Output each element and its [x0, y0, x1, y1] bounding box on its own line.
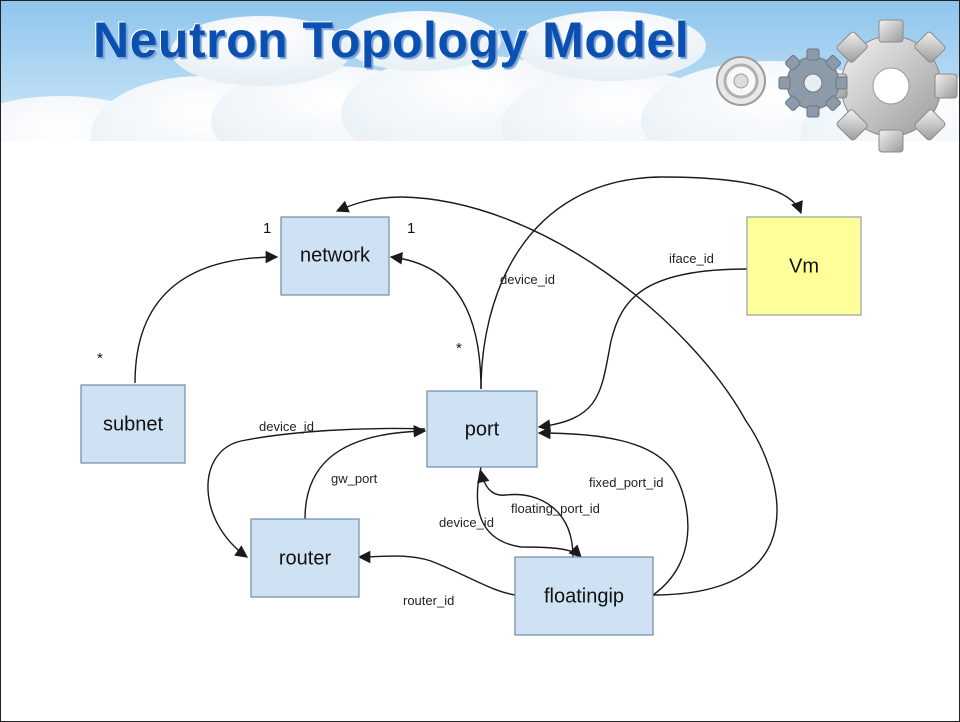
mult-subnet: * — [97, 350, 103, 367]
label-iface-id: iface_id — [669, 251, 714, 266]
label-router-device-id: device_id — [259, 419, 314, 434]
label-floating-port-id: floating_port_id — [511, 501, 600, 516]
node-label-network: network — [300, 244, 371, 266]
edges — [134, 176, 803, 596]
node-label-subnet: subnet — [103, 413, 163, 435]
node-label-port: port — [465, 418, 500, 440]
mult-network-right: 1 — [407, 220, 415, 237]
node-router: router — [250, 518, 360, 598]
gear-icon-ring — [716, 56, 766, 106]
edge-vm-port — [537, 268, 748, 432]
edge-router-port-gw — [304, 424, 427, 520]
node-label-floatingip: floatingip — [544, 585, 624, 607]
edge-floatingip-port-fixed — [537, 426, 689, 596]
label-fixed-port-id: fixed_port_id — [589, 475, 663, 490]
node-floatingip: floatingip — [514, 556, 654, 636]
edge-floatingip-router — [357, 550, 516, 596]
edge-floatingip-port-floating — [477, 469, 574, 558]
node-label-router: router — [279, 547, 332, 569]
node-network: network — [280, 216, 390, 296]
mult-port: * — [456, 340, 462, 357]
node-subnet: subnet — [80, 384, 186, 464]
slide-title: Neutron Topology Model — [93, 12, 690, 68]
label-gw-port: gw_port — [331, 471, 378, 486]
gear-icon-small — [778, 48, 848, 118]
label-port-device-id: device_id — [500, 272, 555, 287]
node-port: port — [426, 390, 538, 468]
multiplicities: 1 1 * * — [97, 220, 462, 367]
edge-subnet-network — [134, 250, 279, 384]
edge-floatingip-network — [335, 196, 778, 596]
edge-router-port-device — [207, 427, 426, 558]
label-floating-device-id: device_id — [439, 515, 494, 530]
edge-labels: device_id iface_id device_id gw_port fix… — [259, 251, 714, 608]
edge-port-floatingip-device — [476, 466, 582, 558]
node-vm: Vm — [746, 216, 862, 316]
edge-port-vm — [480, 176, 803, 390]
gear-icon-large — [824, 19, 958, 153]
node-label-vm: Vm — [789, 255, 819, 277]
label-router-id: router_id — [403, 593, 454, 608]
cloud-banner — [1, 1, 959, 191]
edge-port-network — [389, 252, 482, 390]
mult-network-left: 1 — [263, 220, 271, 237]
